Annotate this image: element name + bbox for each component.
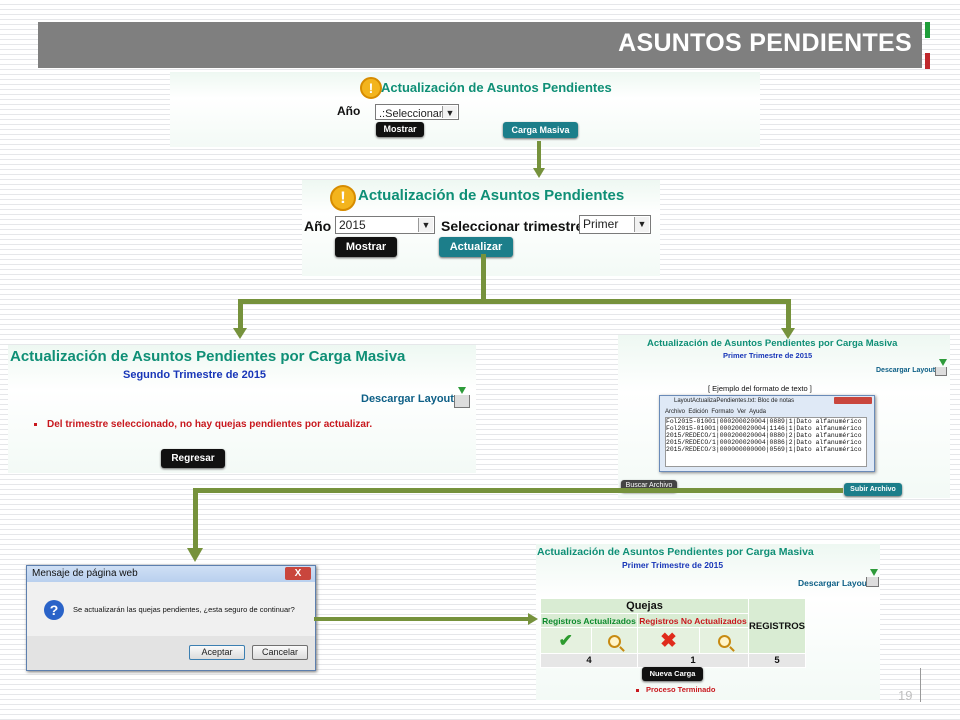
- download-icon[interactable]: [935, 359, 947, 376]
- dialog-title-bar: Mensaje de página web X: [27, 566, 315, 582]
- arrow-head-icon: [233, 328, 247, 339]
- update-button[interactable]: Actualizar: [439, 237, 513, 257]
- bullet-icon: [636, 689, 639, 692]
- magnifier-icon[interactable]: [590, 627, 638, 654]
- notepad-line: 2015/REDECO/1|000200020004|0886|2|Dato a…: [666, 439, 862, 446]
- flag-green-stripe: [925, 22, 930, 38]
- flag-red-stripe: [925, 53, 930, 69]
- quarter-select-value: Primer: [583, 217, 619, 231]
- page-divider: [920, 668, 921, 702]
- quarter-select[interactable]: Primer ▼: [579, 215, 651, 234]
- panel-no-pending: Actualización de Asuntos Pendientes por …: [8, 345, 476, 473]
- panel3-title: Actualización de Asuntos Pendientes por …: [10, 348, 406, 365]
- question-icon: ?: [44, 600, 64, 620]
- slide-title: ASUNTOS PENDIENTES: [618, 29, 912, 57]
- show-button[interactable]: Mostrar: [335, 237, 397, 257]
- notepad-window-controls-icon: [834, 397, 872, 404]
- panel-result: Actualización de Asuntos Pendientes por …: [536, 544, 880, 700]
- example-label: [ Ejemplo del formato de texto ]: [708, 384, 812, 393]
- panel5-title: Actualización de Asuntos Pendientes por …: [537, 546, 814, 558]
- flow-arrow-2-left: [238, 299, 243, 329]
- chevron-down-icon: ▼: [634, 217, 649, 232]
- dialog-message: Se actualizarán las quejas pendientes, ¿…: [73, 605, 295, 614]
- notepad-title: LayoutActualizaPendientes.txt: Bloc de n…: [674, 398, 795, 404]
- panel2-title: Actualización de Asuntos Pendientes: [358, 187, 625, 204]
- panel-select-quarter: ! Actualización de Asuntos Pendientes Añ…: [302, 180, 660, 276]
- year-label: Año: [337, 104, 361, 118]
- arrow-head-icon: [781, 328, 795, 339]
- notepad-window: LayoutActualizaPendientes.txt: Bloc de n…: [659, 395, 875, 472]
- warning-icon: !: [360, 77, 382, 99]
- not-updated-count: 1: [636, 653, 750, 668]
- year-select-value: .:Seleccionar:.: [379, 108, 449, 120]
- flow-arrow-2-stem: [481, 254, 486, 302]
- flow-arrow-4: [314, 617, 530, 621]
- download-icon[interactable]: [454, 387, 470, 408]
- close-icon[interactable]: X: [285, 567, 311, 580]
- arrow-head-icon: [528, 613, 538, 625]
- upload-file-button[interactable]: Subir Archivo: [844, 483, 902, 496]
- menu-item[interactable]: Formato: [711, 409, 734, 415]
- slide-title-bar: ASUNTOS PENDIENTES: [38, 22, 922, 68]
- menu-item[interactable]: Ver: [737, 409, 747, 415]
- year-label: Año: [304, 218, 332, 234]
- bullet-icon: [34, 423, 37, 426]
- year-select[interactable]: 2015 ▼: [335, 216, 435, 234]
- cancel-button[interactable]: Cancelar: [252, 645, 308, 660]
- year-select-value: 2015: [339, 218, 366, 232]
- panel1-title: Actualización de Asuntos Pendientes: [381, 80, 612, 95]
- chevron-down-icon: ▼: [418, 218, 433, 232]
- year-select[interactable]: .:Seleccionar:. ▼: [375, 104, 459, 120]
- notepad-menu: Archivo Edición Formato Ver Ayuda: [665, 409, 766, 415]
- cross-icon: ✖: [636, 627, 701, 654]
- notepad-line: 2015/REDECO/3|000000000000|0569|1|Dato a…: [666, 446, 862, 453]
- download-layout-link[interactable]: Descargar Layout: [876, 367, 936, 374]
- menu-item[interactable]: Archivo: [665, 409, 686, 415]
- notepad-text-area[interactable]: Fol2015-01001|000200020004|0889|1|Dato a…: [665, 417, 867, 467]
- arrow-head-icon: [187, 548, 203, 562]
- menu-item[interactable]: Ayuda: [749, 409, 767, 415]
- panel-upload-file: Actualización de Asuntos Pendientes por …: [618, 335, 950, 498]
- chevron-down-icon: ▼: [442, 106, 457, 118]
- confirm-dialog: Mensaje de página web X ? Se actualizará…: [26, 565, 316, 671]
- panel4-subtitle: Primer Trimestre de 2015: [723, 351, 813, 360]
- panel4-title: Actualización de Asuntos Pendientes por …: [647, 338, 898, 349]
- quejas-header: Quejas: [540, 598, 749, 614]
- records-total: 5: [748, 653, 806, 668]
- accept-button[interactable]: Aceptar: [189, 645, 245, 660]
- notepad-line: Fol2015-01001|000200020004|0889|1|Dato a…: [666, 418, 862, 425]
- new-upload-button[interactable]: Nueva Carga: [642, 667, 703, 681]
- flow-arrow-3-bar: [193, 488, 843, 493]
- dialog-title: Mensaje de página web: [32, 568, 138, 579]
- back-button[interactable]: Regresar: [161, 449, 225, 468]
- results-table: Quejas REGISTROS Registros Actualizados …: [540, 598, 806, 668]
- panel5-subtitle: Primer Trimestre de 2015: [622, 560, 724, 570]
- flow-arrow-3-stem: [193, 488, 198, 550]
- arrow-head-icon: [533, 168, 545, 178]
- magnifier-icon[interactable]: [699, 627, 749, 654]
- check-icon: ✔: [540, 627, 592, 654]
- updated-count: 4: [540, 653, 638, 668]
- notepad-line: 2015/REDECO/1|000200020004|0880|2|Dato a…: [666, 432, 862, 439]
- no-pending-message: Del trimestre seleccionado, no hay queja…: [47, 419, 373, 430]
- not-updated-header: Registros No Actualizados: [636, 613, 750, 628]
- registros-header: REGISTROS: [748, 598, 806, 654]
- flow-arrow-2-bar: [238, 299, 791, 304]
- download-layout-link[interactable]: Descargar Layout: [361, 393, 454, 405]
- show-button[interactable]: Mostrar: [376, 122, 424, 137]
- panel-select-year: ! Actualización de Asuntos Pendientes Añ…: [170, 72, 760, 147]
- flow-arrow-1: [537, 141, 541, 171]
- flow-arrow-2-right: [786, 299, 791, 329]
- page-number: 19: [898, 688, 913, 703]
- download-icon[interactable]: [866, 569, 879, 587]
- notepad-line: Fol2015-01001|000200020004|1146|1|Dato a…: [666, 425, 862, 432]
- download-layout-link[interactable]: Descargar Layout: [798, 578, 870, 588]
- menu-item[interactable]: Edición: [688, 409, 709, 415]
- warning-icon: !: [330, 185, 356, 211]
- bulk-upload-button[interactable]: Carga Masiva: [503, 122, 578, 138]
- updated-header: Registros Actualizados: [540, 613, 638, 628]
- panel3-subtitle: Segundo Trimestre de 2015: [123, 369, 267, 381]
- process-status: Proceso Terminado: [646, 685, 716, 694]
- quarter-label: Seleccionar trimestre:: [441, 218, 589, 234]
